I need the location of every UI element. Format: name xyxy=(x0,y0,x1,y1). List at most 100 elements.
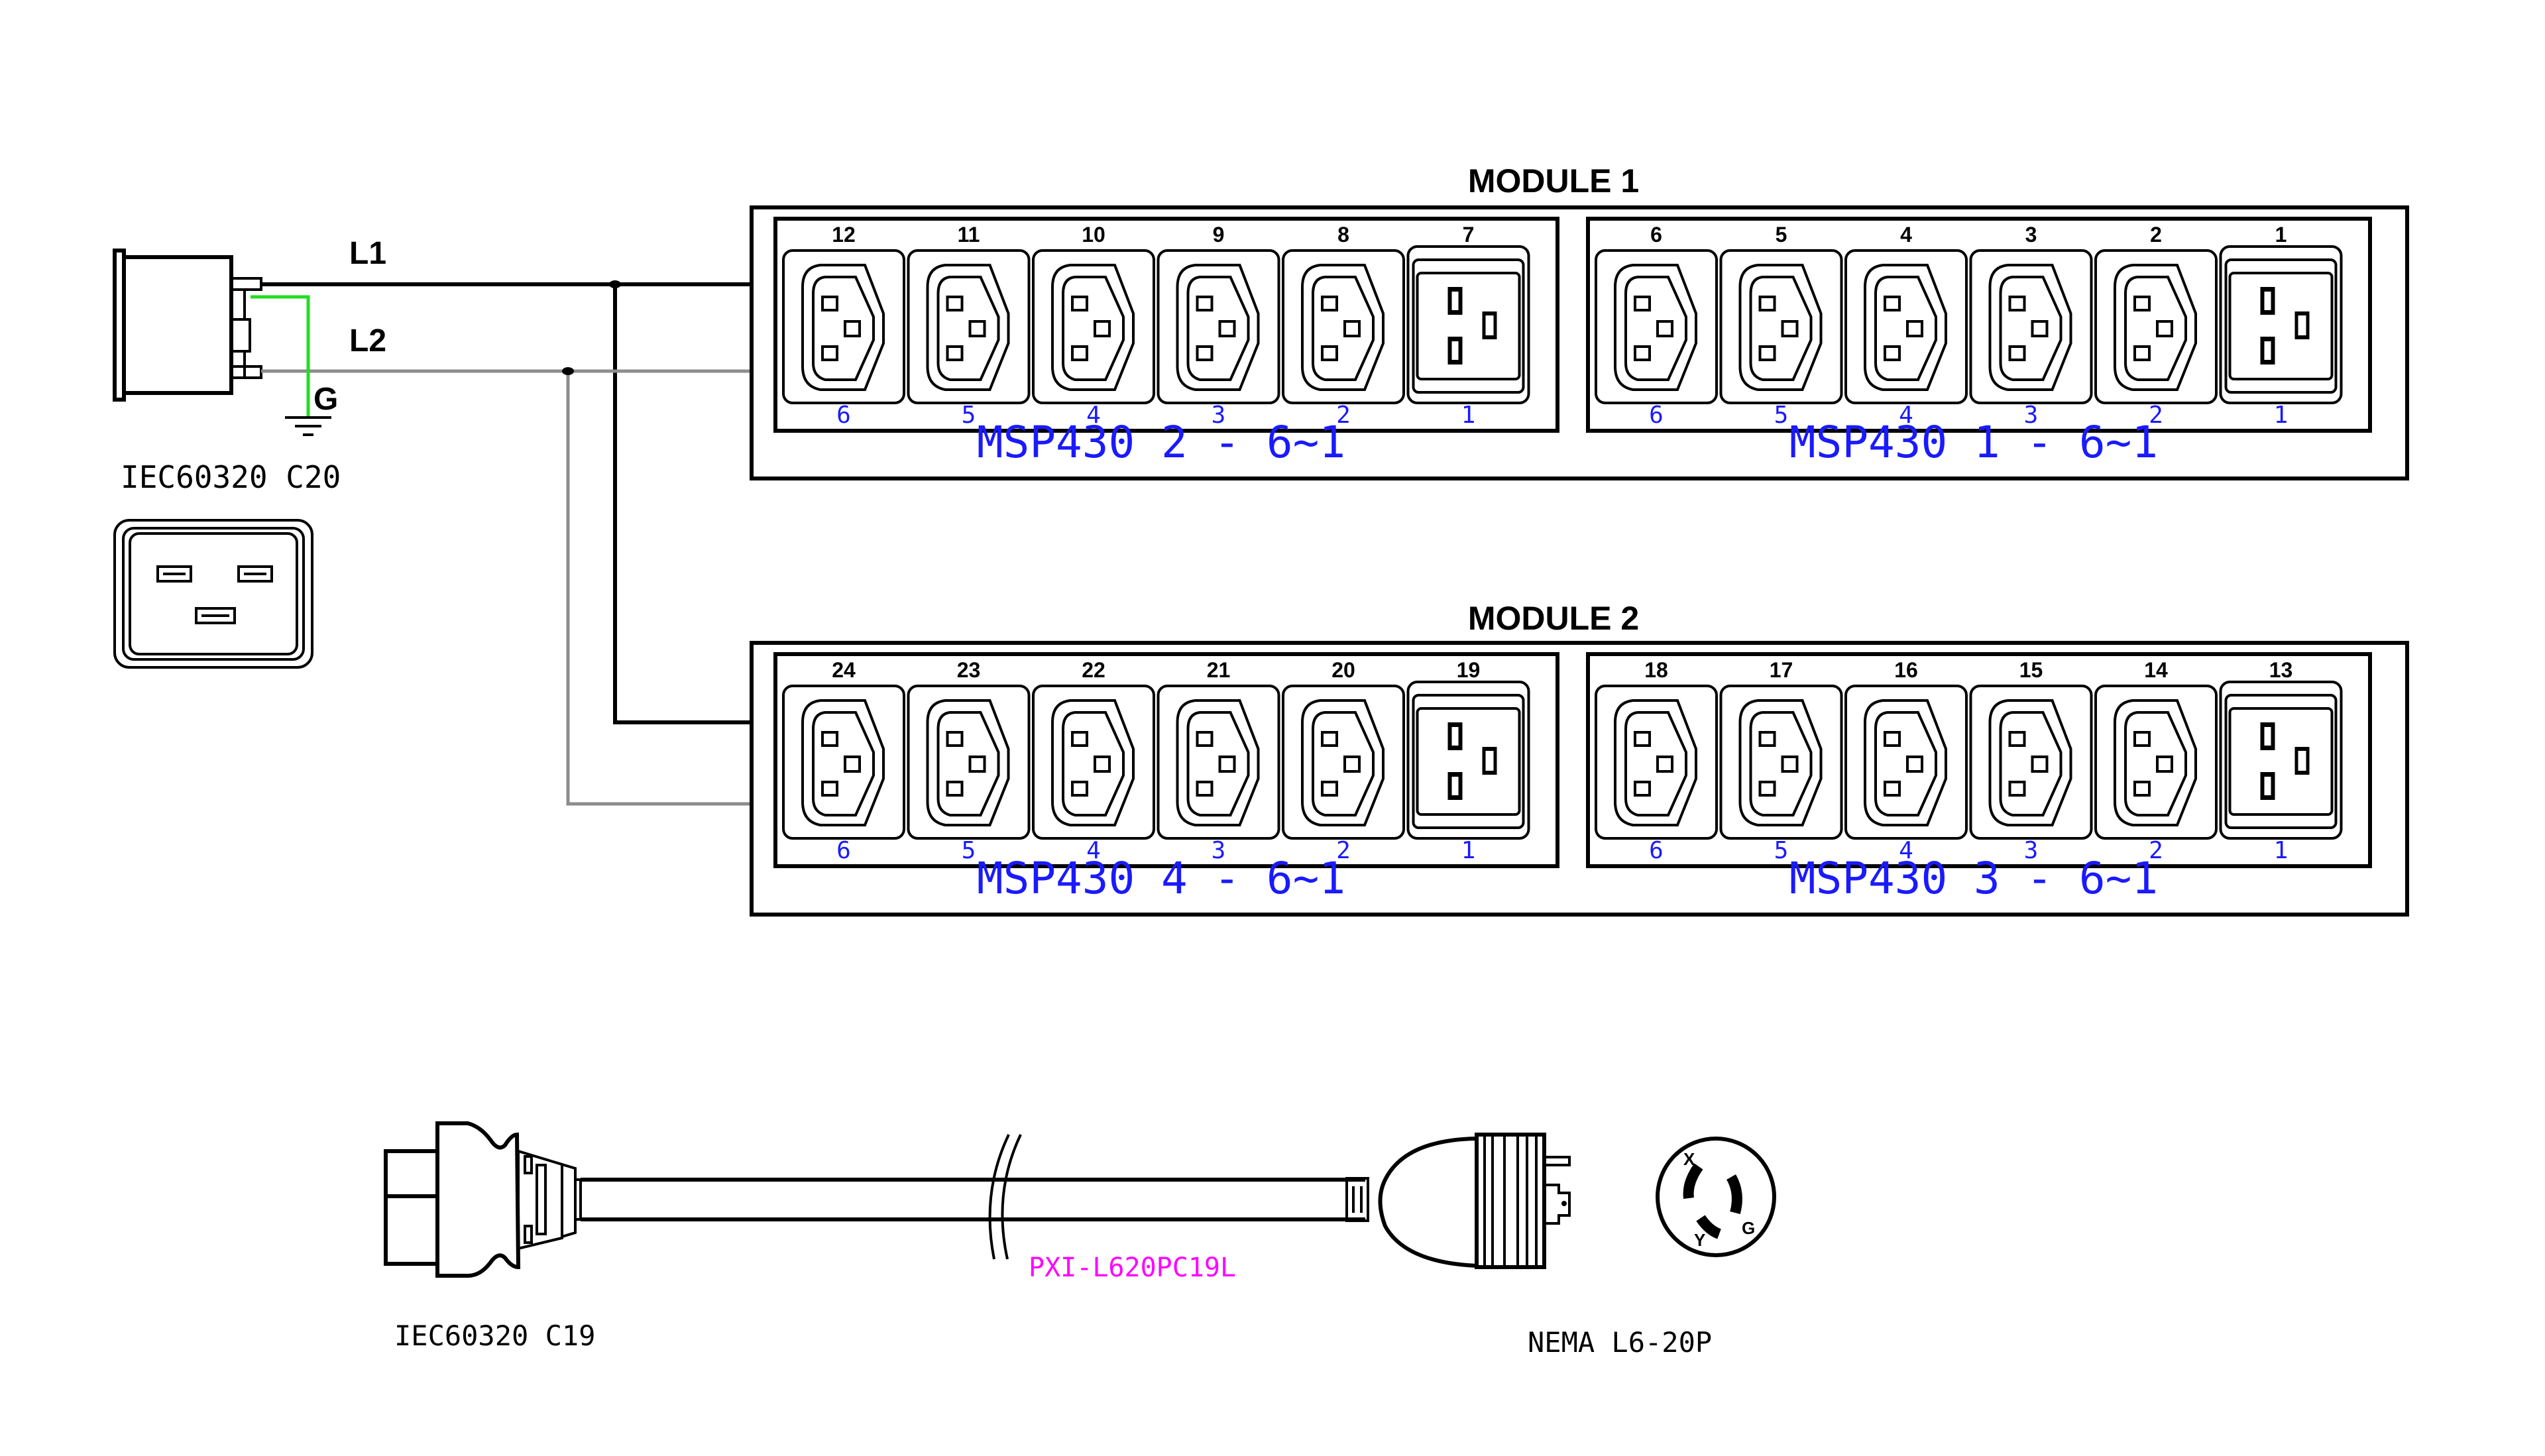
inlet-label: IEC60320 C20 xyxy=(121,459,341,495)
outlet-c13: 18 6 xyxy=(1595,658,1718,864)
c13-pin-icon xyxy=(1758,296,1799,361)
outlet-sub-index: 6 xyxy=(1649,837,1664,864)
outlet-sub-index: 5 xyxy=(1774,837,1789,864)
outlet-group-label: MSP430 1 - 6~1 xyxy=(1789,417,2158,468)
c19-label: IEC60320 C19 xyxy=(394,1319,595,1352)
outlet-number: 4 xyxy=(1900,223,1912,247)
outlet-c13: 115 xyxy=(907,223,1031,429)
c13-pin-icon xyxy=(946,731,986,797)
outlet-sub-index: 2 xyxy=(1336,837,1351,864)
c13-pin-icon xyxy=(821,296,861,361)
c20-pin-icon xyxy=(156,565,192,583)
outlet-group-panel xyxy=(1586,652,2372,868)
outlet-sub-index: 4 xyxy=(1086,837,1101,864)
outlet-group-label: MSP430 3 - 6~1 xyxy=(1789,853,2158,904)
c19-connector-icon xyxy=(384,1121,582,1278)
outlet-sub-index: 5 xyxy=(1774,402,1789,429)
outlet-c13: 104 xyxy=(1032,223,1155,429)
outlet-number: 3 xyxy=(2025,223,2037,247)
outlet-number: 18 xyxy=(1644,658,1668,682)
outlet-number: 23 xyxy=(957,658,981,682)
outlet-number: 12 xyxy=(832,223,856,247)
c13-pin-icon xyxy=(821,731,861,797)
outlet-c13: 164 xyxy=(1844,658,1968,864)
outlet-sub-index: 2 xyxy=(2149,402,2163,429)
c13-pin-icon xyxy=(1071,296,1111,361)
outlet-number: 22 xyxy=(1082,658,1105,682)
c19-pin-icon xyxy=(1447,287,1497,364)
outlet-c13: 66 xyxy=(1595,223,1718,429)
outlet-number: 20 xyxy=(1331,658,1355,682)
outlet-number: 7 xyxy=(1463,223,1475,247)
c13-pin-icon xyxy=(1634,296,1673,361)
c19-pin-icon xyxy=(1447,722,1497,800)
module-title: MODULE 1 xyxy=(1468,162,1639,199)
outlet-group-label: MSP430 4 - 6~1 xyxy=(977,853,1345,904)
power-cable-assembly: X Y G xyxy=(384,1121,1776,1278)
outlet-sub-index: 1 xyxy=(2274,402,2289,429)
outlet-sub-index: 1 xyxy=(1461,837,1476,864)
module-enclosure xyxy=(750,641,2409,917)
nema-plug-label: NEMA L6-20P xyxy=(1528,1326,1712,1359)
outlet-group-label: MSP430 2 - 6~1 xyxy=(977,417,1345,468)
outlet-number: 16 xyxy=(1894,658,1918,682)
c13-pin-icon xyxy=(2133,296,2173,361)
outlet-number: 24 xyxy=(832,658,856,682)
outlet-number: 11 xyxy=(958,223,980,247)
outlet-c19: 11 xyxy=(2219,223,2343,429)
l2-label: L2 xyxy=(349,323,386,359)
outlet-sub-index: 4 xyxy=(1899,402,1913,429)
c13-pin-icon xyxy=(1884,731,1923,797)
outlet-c13: 82 xyxy=(1282,223,1405,429)
outlet-number: 14 xyxy=(2144,658,2168,682)
outlet-c13: 153 xyxy=(1969,658,2093,864)
outlet-c13: 17 5 xyxy=(1719,658,1843,864)
c13-pin-icon xyxy=(1196,731,1236,797)
outlet-c13: 213 xyxy=(1157,658,1280,864)
outlet-c13: 93 xyxy=(1157,223,1280,429)
outlet-sub-index: 6 xyxy=(1649,402,1664,429)
outlet-group-panel xyxy=(1586,217,2372,433)
c20-inlet-face xyxy=(113,519,313,669)
outlet-sub-index: 6 xyxy=(836,402,851,429)
outlet-number: 1 xyxy=(2275,223,2287,247)
outlet-number: 17 xyxy=(1770,658,1793,682)
outlet-c13: 246 xyxy=(782,658,905,864)
c13-pin-icon xyxy=(1071,731,1111,797)
nema-l6-20p-plug-icon xyxy=(1345,1133,1571,1269)
outlet-sub-index: 1 xyxy=(1461,402,1476,429)
pin-label-x: X xyxy=(1683,1149,1695,1169)
outlet-c13: 14 2 xyxy=(2094,658,2218,864)
c19-pin-icon xyxy=(2260,722,2310,800)
outlet-number: 2 xyxy=(2150,223,2162,247)
c13-pin-icon xyxy=(2133,731,2173,797)
outlet-number: 13 xyxy=(2269,658,2293,682)
outlet-c13: 20 2 xyxy=(1282,658,1405,864)
outlet-sub-index: 2 xyxy=(2149,837,2163,864)
outlet-sub-index: 3 xyxy=(2024,837,2039,864)
nema-l6-20p-face-icon xyxy=(1656,1137,1776,1257)
l1-label: L1 xyxy=(349,236,386,271)
l1-wire xyxy=(261,280,752,724)
module-title: MODULE 2 xyxy=(1468,600,1639,637)
l2-wire xyxy=(261,367,752,806)
outlet-number: 8 xyxy=(1337,223,1349,247)
outlet-group-panel xyxy=(773,217,1559,433)
outlet-sub-index: 4 xyxy=(1086,402,1101,429)
c13-pin-icon xyxy=(1196,296,1236,361)
outlet-c13: 22 xyxy=(2094,223,2218,429)
c13-pin-icon xyxy=(1884,296,1923,361)
ground-label: G xyxy=(313,382,338,417)
outlet-c19: 71 xyxy=(1406,223,1530,429)
outlet-sub-index: 5 xyxy=(962,837,976,864)
outlet-c13: 44 xyxy=(1844,223,1968,429)
c13-pin-icon xyxy=(1634,731,1673,797)
ground-wire xyxy=(251,295,331,436)
outlet-number: 9 xyxy=(1213,223,1225,247)
outlet-c19: 191 xyxy=(1406,658,1530,864)
c19-pin-icon xyxy=(2260,287,2310,364)
